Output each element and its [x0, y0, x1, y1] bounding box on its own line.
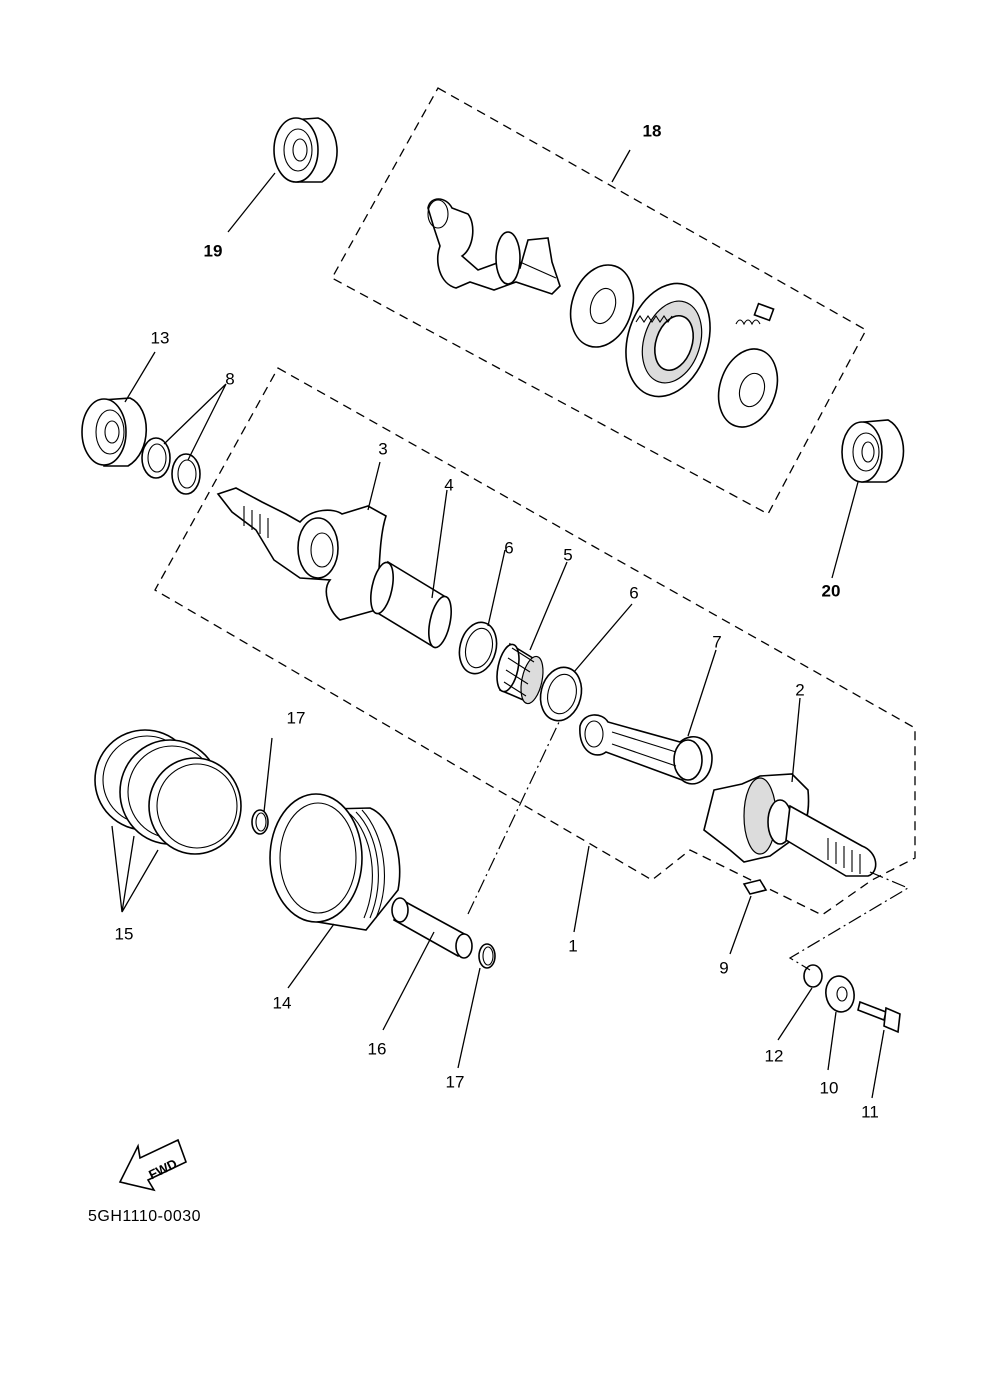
leader-lines [111, 149, 885, 1099]
piston-14 [269, 793, 401, 931]
bearing-19 [273, 117, 338, 183]
shims-8 [141, 437, 201, 495]
alignment-line-shaft-to-bolt [788, 871, 910, 971]
circlip-17a [251, 809, 269, 835]
callout-9: 9 [719, 958, 729, 978]
group-outline-1 [154, 367, 916, 916]
callout-12: 12 [764, 1046, 784, 1066]
callout-7: 7 [712, 632, 722, 652]
callout-16: 16 [367, 1039, 387, 1059]
spring-and-pin-18 [717, 302, 779, 428]
piston-pin-16 [391, 897, 473, 959]
alignment-line-pin-to-rod [467, 719, 561, 915]
o-ring-12 [803, 964, 823, 988]
balancer-shaft-18 [427, 198, 561, 295]
callout-6a: 6 [504, 538, 514, 558]
bolt-11 [857, 1000, 901, 1034]
needle-bearing-5 [496, 642, 544, 705]
connecting-rod-7 [579, 714, 713, 785]
callout-3: 3 [378, 439, 388, 459]
washer-6a [458, 621, 498, 675]
washer-6b [539, 666, 583, 722]
callout-19: 19 [203, 241, 223, 261]
callout-18: 18 [642, 121, 662, 141]
crank-3 [216, 487, 387, 621]
piston-rings-15 [94, 729, 242, 855]
callout-4: 4 [444, 475, 454, 495]
callout-10: 10 [819, 1078, 839, 1098]
callout-6b: 6 [629, 583, 639, 603]
part-code: 5GH1110-0030 [88, 1208, 202, 1225]
callout-15: 15 [114, 924, 134, 944]
circlip-17b [478, 943, 496, 969]
callout-2: 2 [795, 680, 805, 700]
bearing-20 [841, 419, 905, 483]
callout-14: 14 [272, 993, 292, 1013]
balancer-gear-18 [625, 282, 711, 398]
callout-5: 5 [563, 545, 573, 565]
key-9 [742, 879, 768, 895]
callout-8: 8 [225, 369, 235, 389]
callout-17a: 17 [286, 708, 306, 728]
callout-13: 13 [150, 328, 170, 348]
crank-2 [703, 773, 877, 877]
bearing-13 [81, 397, 148, 467]
callout-20: 20 [821, 581, 841, 601]
washer-18 [569, 264, 635, 348]
callout-17b: 17 [445, 1072, 465, 1092]
group-outline-18 [331, 87, 867, 515]
crank-pin-4 [370, 560, 452, 649]
fwd-arrow-icon: FWD [118, 1138, 188, 1192]
callout-11: 11 [861, 1102, 879, 1122]
callout-1: 1 [568, 936, 578, 956]
washer-10 [825, 975, 855, 1013]
